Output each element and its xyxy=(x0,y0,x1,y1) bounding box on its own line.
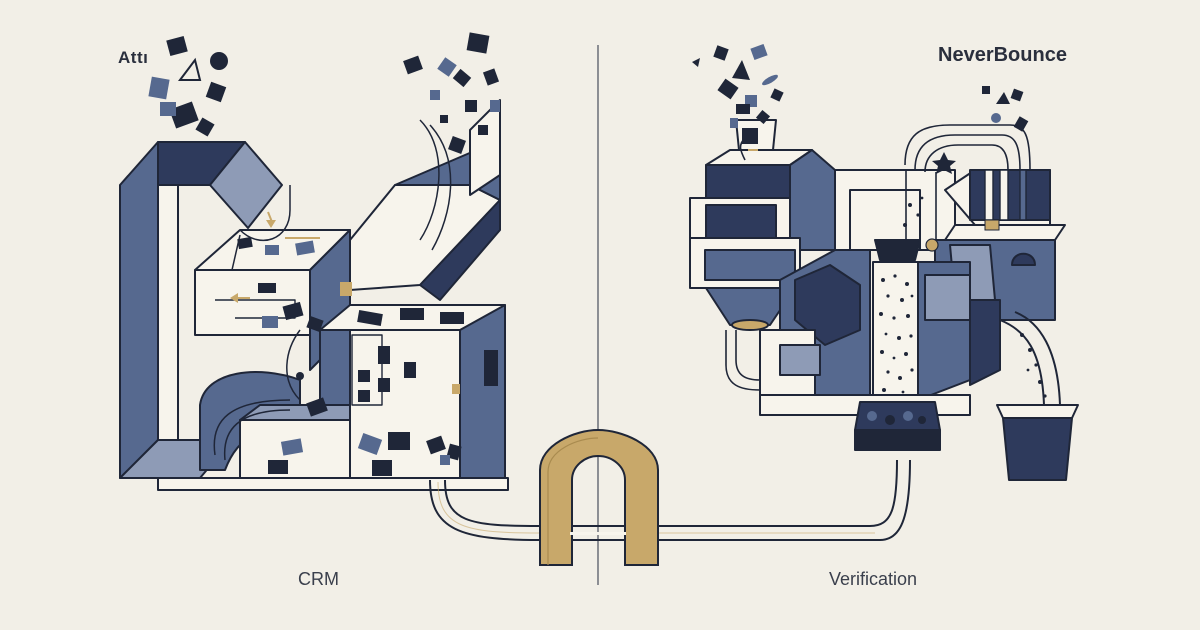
crm-machine xyxy=(119,99,509,491)
crm-input-tubes xyxy=(213,119,452,461)
star-icon xyxy=(692,58,700,67)
circle-icon xyxy=(991,113,1001,123)
right-brand-label: NeverBounce xyxy=(938,44,1067,66)
data-fragments-left xyxy=(148,32,500,476)
triangle-icon xyxy=(732,60,750,80)
star-icon xyxy=(932,152,956,174)
verification-pipes xyxy=(725,124,1031,391)
gold-flow-accents xyxy=(230,211,460,394)
gold-flow-accents-right xyxy=(748,149,1000,252)
verification-caption: Verification xyxy=(829,569,918,589)
filtered-particles xyxy=(867,196,1047,425)
gateway-arch xyxy=(539,428,659,566)
crm-caption: CRM xyxy=(298,569,339,589)
triangle-icon xyxy=(996,92,1010,104)
verification-machine xyxy=(689,119,1079,481)
left-brand-label: Attı xyxy=(118,48,149,67)
data-fragments-right xyxy=(692,43,1029,174)
